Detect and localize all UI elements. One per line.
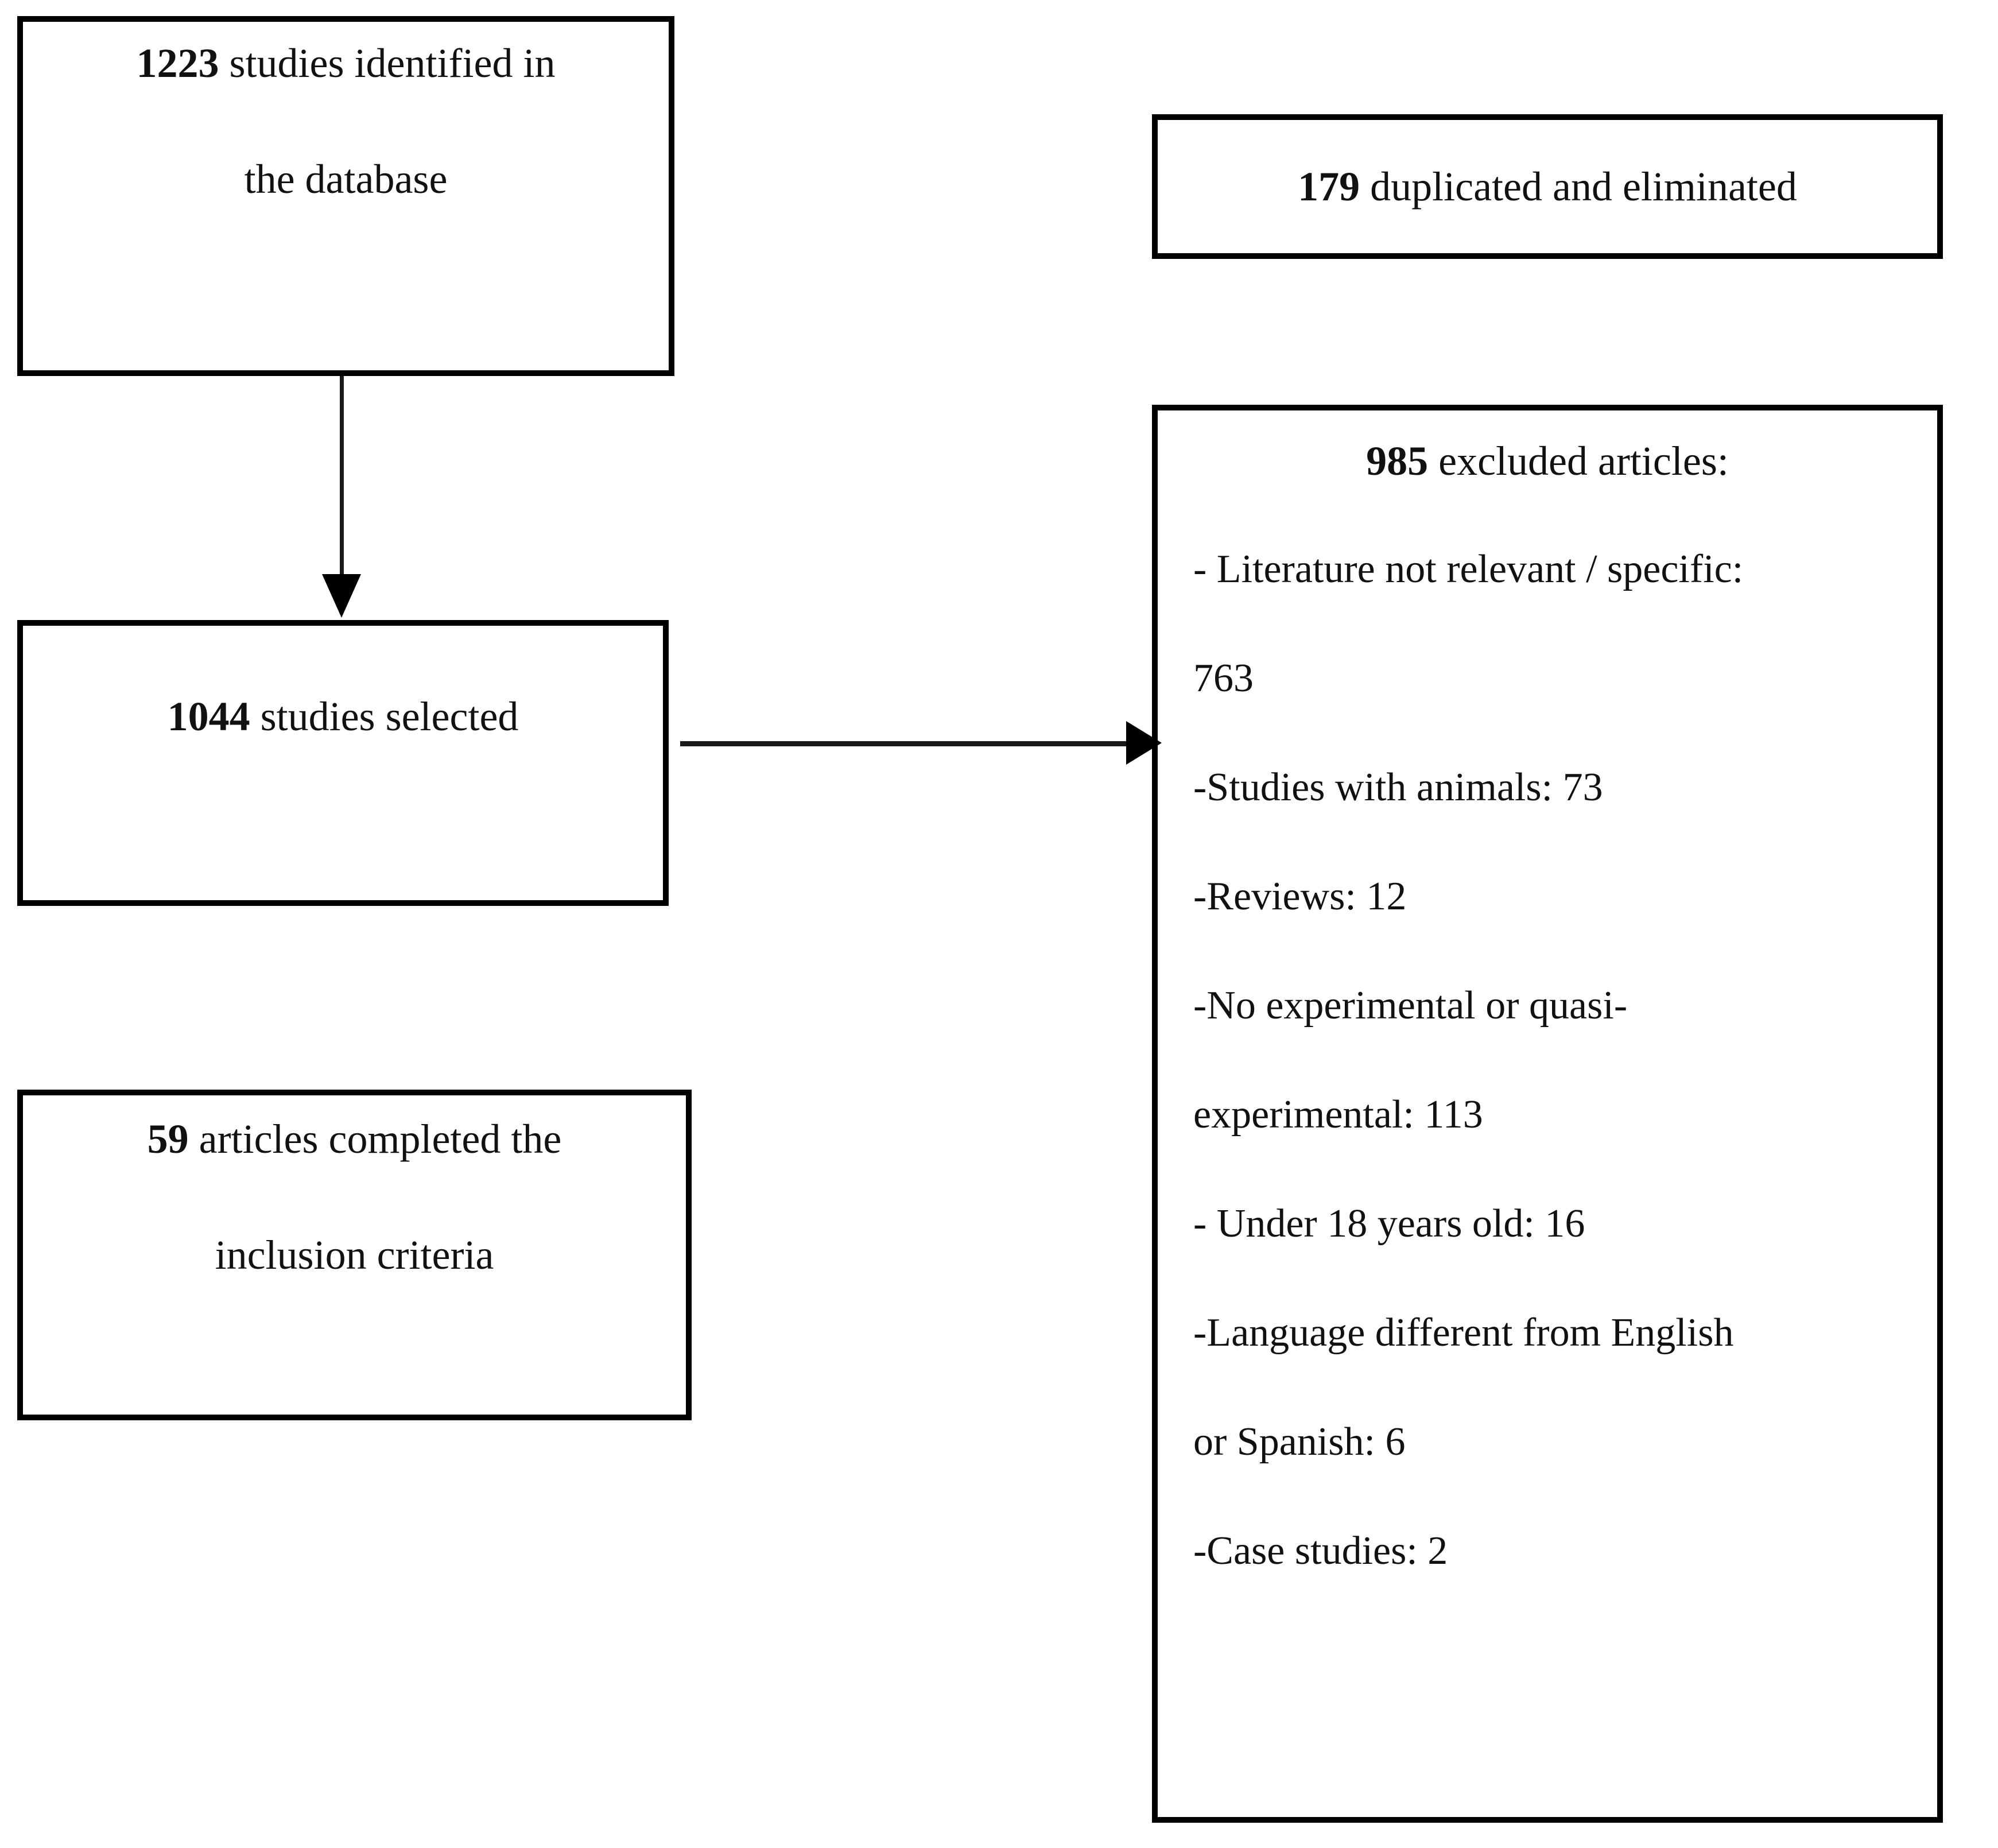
identified-count: 1223 xyxy=(136,40,219,86)
list-item: or Spanish: 6 xyxy=(1193,1420,1406,1464)
list-item: 763 xyxy=(1193,656,1254,700)
arrow-down-identified-to-selected xyxy=(340,376,344,580)
included-line-1: 59 articles completed the xyxy=(148,1118,562,1160)
included-count: 59 xyxy=(147,1116,189,1162)
identified-line-1-text: studies identified in xyxy=(219,40,556,86)
box-excluded-articles: 985 excluded articles: - Literature not … xyxy=(1152,405,1943,1823)
list-item: - Under 18 years old: 16 xyxy=(1193,1202,1585,1246)
list-item: -Language different from English xyxy=(1193,1311,1734,1355)
duplicated-line-1-text: duplicated and eliminated xyxy=(1360,164,1797,210)
duplicated-count: 179 xyxy=(1298,164,1360,210)
excluded-reason-list: - Literature not relevant / specific: 76… xyxy=(1158,549,1937,1571)
box-duplicated-eliminated: 179 duplicated and eliminated xyxy=(1152,114,1943,259)
arrow-right-selected-to-excluded xyxy=(680,741,1139,746)
arrow-right-head-icon xyxy=(1126,721,1162,765)
duplicated-line-1: 179 duplicated and eliminated xyxy=(1298,166,1797,207)
list-item: -Case studies: 2 xyxy=(1193,1529,1448,1573)
list-item: experimental: 113 xyxy=(1193,1092,1483,1137)
included-line-2: inclusion criteria xyxy=(215,1232,494,1278)
box-studies-identified: 1223 studies identified in the database xyxy=(17,16,674,376)
box-articles-included: 59 articles completed the inclusion crit… xyxy=(17,1090,692,1420)
box-studies-selected: 1044 studies selected xyxy=(17,620,669,906)
list-item: -Reviews: 12 xyxy=(1193,874,1407,919)
excluded-title-text: excluded articles: xyxy=(1428,438,1729,484)
list-item: - Literature not relevant / specific: xyxy=(1193,547,1744,591)
selected-line-1: 1044 studies selected xyxy=(168,696,519,737)
list-item: -Studies with animals: 73 xyxy=(1193,765,1603,809)
excluded-title: 985 excluded articles: xyxy=(1158,440,1937,482)
included-line-1-text: articles completed the xyxy=(188,1116,562,1162)
arrow-down-head-icon xyxy=(322,574,361,618)
list-item: -No experimental or quasi- xyxy=(1193,983,1628,1028)
identified-line-2: the database xyxy=(244,156,448,202)
identified-line-1: 1223 studies identified in xyxy=(137,42,556,84)
excluded-count: 985 xyxy=(1366,438,1429,484)
selected-line-1-text: studies selected xyxy=(250,694,519,739)
selected-count: 1044 xyxy=(167,694,250,739)
